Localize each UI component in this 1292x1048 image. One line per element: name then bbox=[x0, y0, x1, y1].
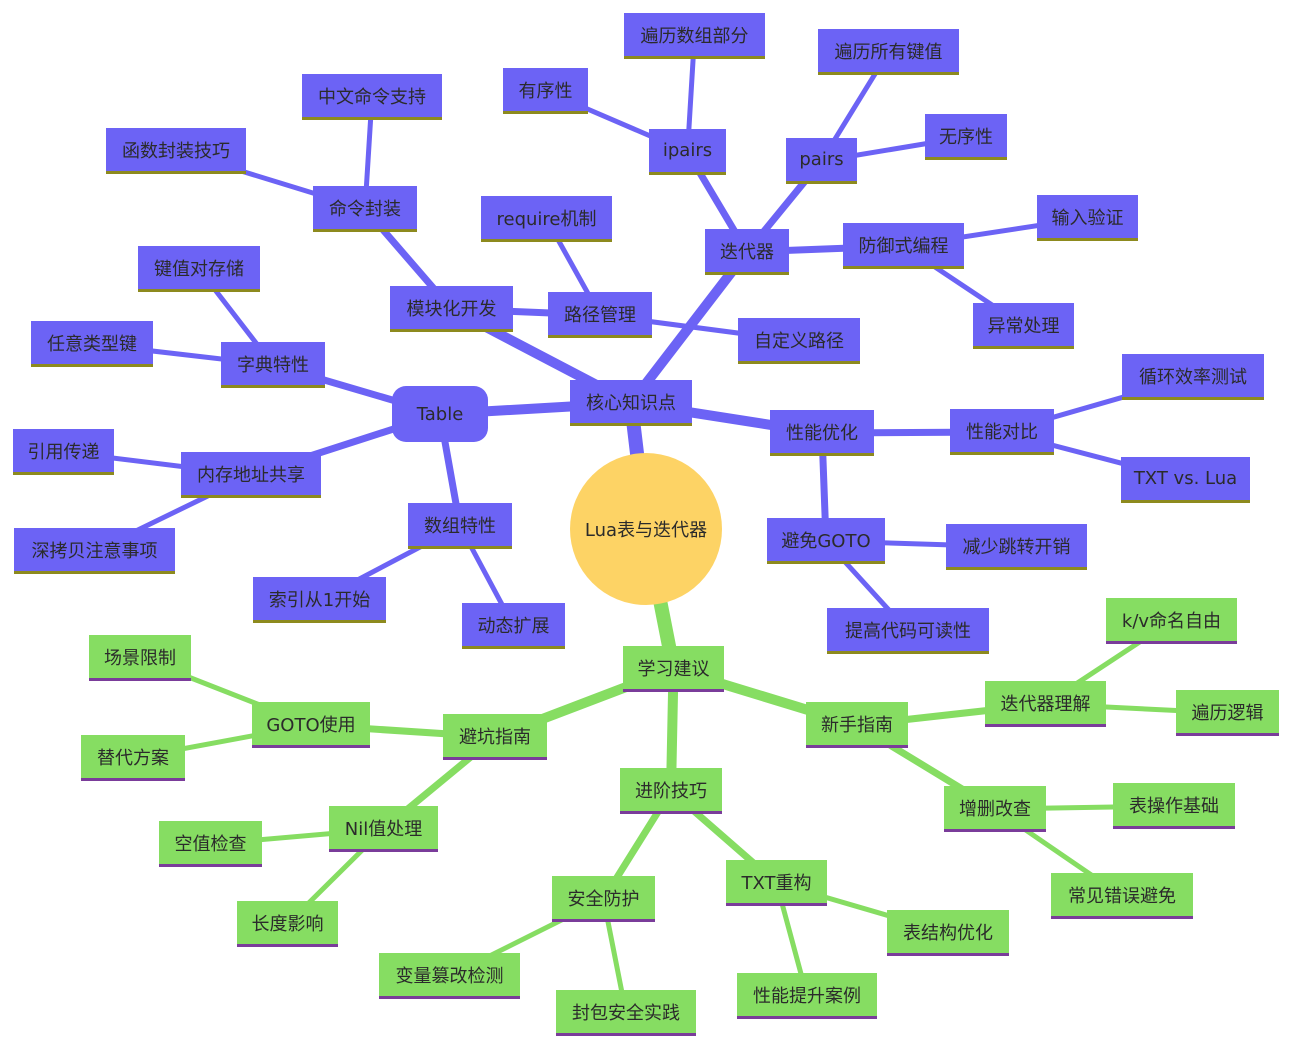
node-crud[interactable]: 增删改查 bbox=[944, 786, 1046, 832]
node-key-value-storage[interactable]: 键值对存储 bbox=[138, 246, 260, 292]
node-common-errors[interactable]: 常见错误避免 bbox=[1051, 873, 1193, 919]
node-function-wrap-tips[interactable]: 函数封装技巧 bbox=[106, 128, 246, 174]
node-learning-advice[interactable]: 学习建议 bbox=[623, 646, 724, 692]
node-performance-compare[interactable]: 性能对比 bbox=[950, 409, 1054, 455]
node-iterator-understanding[interactable]: 迭代器理解 bbox=[985, 681, 1106, 727]
node-traverse-array-part[interactable]: 遍历数组部分 bbox=[624, 13, 765, 59]
node-chinese-command[interactable]: 中文命令支持 bbox=[302, 74, 442, 120]
node-goto-usage[interactable]: GOTO使用 bbox=[252, 702, 370, 748]
node-dict-feature[interactable]: 字典特性 bbox=[221, 342, 325, 388]
node-table[interactable]: Table bbox=[392, 386, 488, 442]
node-alternative[interactable]: 替代方案 bbox=[81, 735, 185, 781]
node-command-wrap[interactable]: 命令封装 bbox=[313, 186, 417, 232]
node-table-ops-basics[interactable]: 表操作基础 bbox=[1113, 783, 1235, 829]
node-txt-vs-lua[interactable]: TXT vs. Lua bbox=[1121, 457, 1250, 503]
node-core-knowledge[interactable]: 核心知识点 bbox=[570, 380, 692, 426]
node-table-structure-opt[interactable]: 表结构优化 bbox=[887, 910, 1009, 956]
node-null-check[interactable]: 空值检查 bbox=[159, 821, 262, 867]
node-path-management[interactable]: 路径管理 bbox=[548, 292, 652, 338]
edge-node-iterator bbox=[626, 247, 752, 408]
node-pitfall-guide[interactable]: 避坑指南 bbox=[443, 714, 547, 760]
node-loop-efficiency-test[interactable]: 循环效率测试 bbox=[1122, 354, 1264, 400]
node-custom-path[interactable]: 自定义路径 bbox=[738, 318, 860, 364]
node-index-from-one[interactable]: 索引从1开始 bbox=[253, 577, 386, 623]
node-performance-case[interactable]: 性能提升案例 bbox=[737, 973, 877, 1019]
node-length-impact[interactable]: 长度影响 bbox=[237, 901, 338, 947]
node-modular-dev[interactable]: 模块化开发 bbox=[390, 286, 513, 332]
node-security-protection[interactable]: 安全防护 bbox=[552, 876, 655, 922]
node-kv-naming[interactable]: k/v命名自由 bbox=[1106, 598, 1237, 644]
node-any-type-key[interactable]: 任意类型键 bbox=[31, 321, 153, 367]
node-improve-readability[interactable]: 提高代码可读性 bbox=[827, 608, 989, 654]
node-ordered[interactable]: 有序性 bbox=[503, 68, 588, 114]
node-deep-copy-notes[interactable]: 深拷贝注意事项 bbox=[14, 528, 175, 574]
node-beginner-guide[interactable]: 新手指南 bbox=[806, 702, 908, 748]
node-scene-limit[interactable]: 场景限制 bbox=[89, 635, 191, 681]
node-input-validation[interactable]: 输入验证 bbox=[1037, 195, 1138, 241]
node-exception-handling[interactable]: 异常处理 bbox=[973, 303, 1074, 349]
node-advanced-tips[interactable]: 进阶技巧 bbox=[620, 768, 722, 814]
node-ipairs[interactable]: ipairs bbox=[649, 129, 726, 175]
node-memory-address-share[interactable]: 内存地址共享 bbox=[181, 452, 321, 498]
root-node[interactable]: Lua表与迭代器 bbox=[570, 453, 722, 605]
node-txt-refactor[interactable]: TXT重构 bbox=[726, 860, 827, 906]
node-iterator[interactable]: 迭代器 bbox=[705, 229, 789, 275]
node-performance-optimization[interactable]: 性能优化 bbox=[770, 410, 874, 456]
node-reference-passing[interactable]: 引用传递 bbox=[13, 429, 114, 475]
node-pairs[interactable]: pairs bbox=[786, 138, 857, 184]
node-nil-handling[interactable]: Nil值处理 bbox=[329, 806, 438, 852]
node-defensive-programming[interactable]: 防御式编程 bbox=[843, 223, 964, 269]
node-avoid-goto[interactable]: 避免GOTO bbox=[767, 518, 885, 564]
node-reduce-jump-cost[interactable]: 减少跳转开销 bbox=[946, 524, 1087, 570]
node-traverse-all-kv[interactable]: 遍历所有键值 bbox=[818, 29, 959, 75]
node-require-mechanism[interactable]: require机制 bbox=[481, 196, 612, 242]
node-traverse-logic[interactable]: 遍历逻辑 bbox=[1176, 690, 1279, 736]
node-dynamic-expand[interactable]: 动态扩展 bbox=[462, 603, 565, 649]
node-variable-tamper-detect[interactable]: 变量篡改检测 bbox=[379, 953, 520, 999]
node-packet-security[interactable]: 封包安全实践 bbox=[556, 990, 696, 1036]
node-unordered[interactable]: 无序性 bbox=[925, 114, 1007, 160]
node-array-feature[interactable]: 数组特性 bbox=[408, 503, 512, 549]
